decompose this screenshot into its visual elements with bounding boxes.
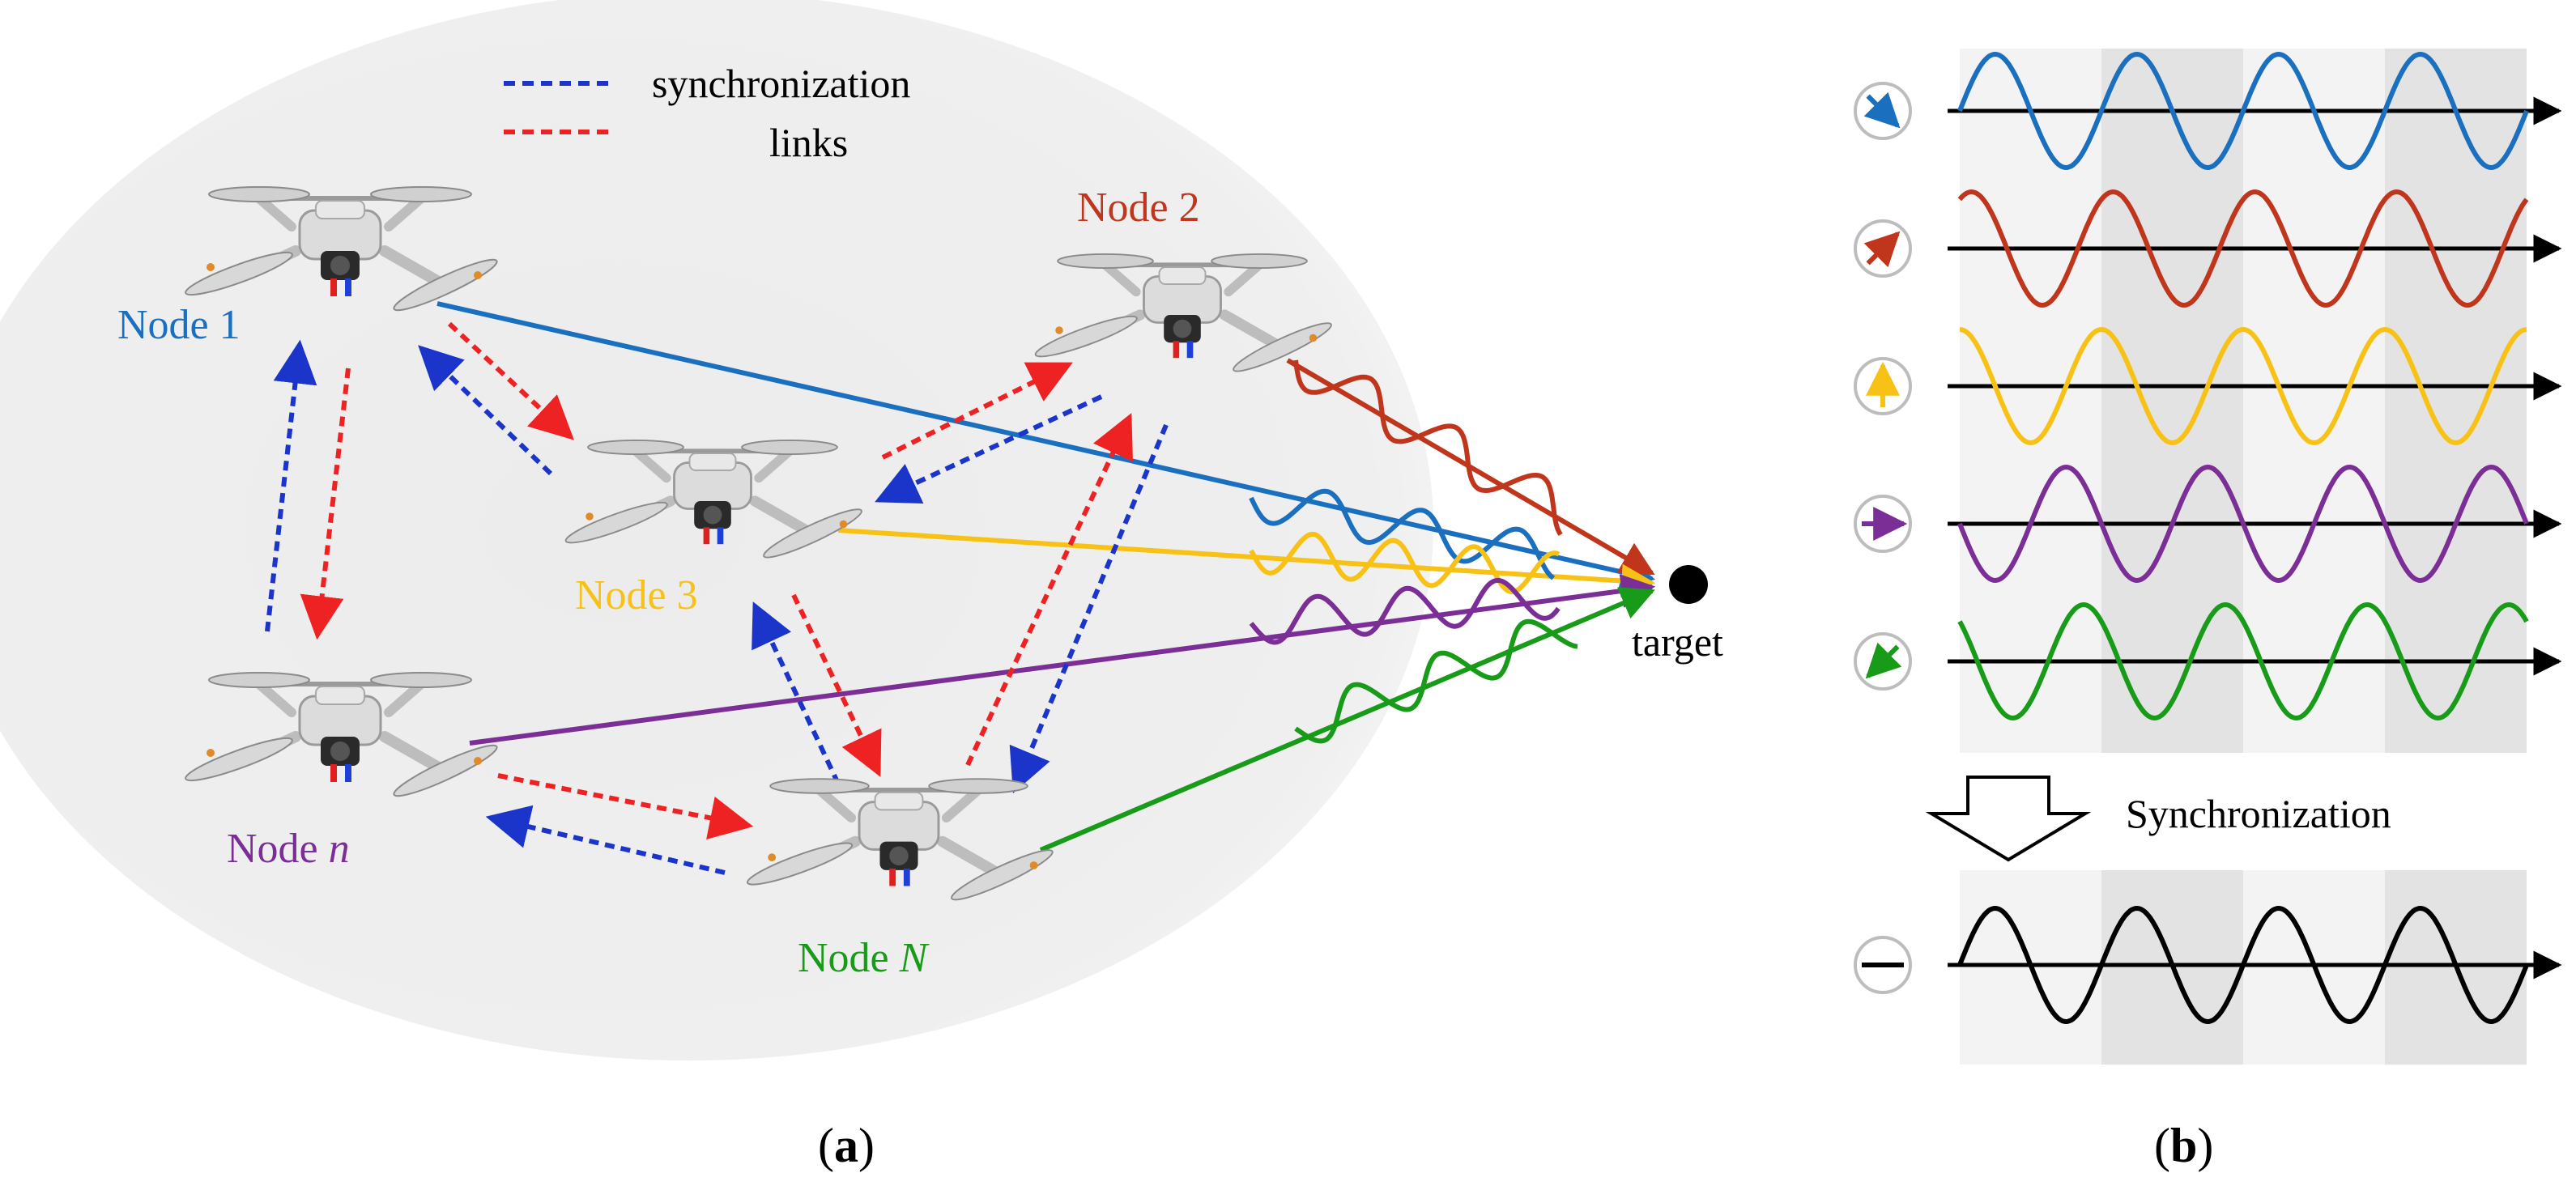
sync-noden-nodeN-red: [497, 773, 754, 839]
panel-a: synchronization links: [0, 0, 1723, 1172]
waveform-rows: [1854, 51, 2562, 1025]
swarm-background-ellipse: [0, 0, 1433, 1060]
waveform-row-result: [1854, 905, 2562, 1025]
wave-purple: [1249, 577, 1561, 645]
link-node3-target: [837, 528, 1656, 598]
waveform-row-2: [1854, 189, 2562, 308]
waveform-row-4: [1854, 464, 2562, 584]
wave-blue: [1249, 488, 1556, 580]
sync-links: [265, 321, 1169, 875]
target-point: [1669, 565, 1708, 604]
label-node-1: Node 1: [117, 302, 241, 348]
sine-wave-3: [1959, 326, 2527, 445]
legend: synchronization links: [504, 61, 910, 165]
phase-bands: [1960, 49, 2527, 1065]
sync-node3-nodeN-red: [791, 593, 882, 777]
wave-yellow: [1249, 531, 1561, 595]
node-labels: Node 1 Node 2 Node 3 Node n Node N: [117, 185, 1200, 981]
phase-band-top-4: [2385, 49, 2527, 753]
synchronization-block-arrow: [1925, 776, 2092, 862]
waveform-row-5: [1854, 601, 2562, 721]
target-label: target: [1632, 619, 1723, 665]
sync-nodeN-node3-blue: [752, 601, 841, 785]
phasor-arrow-2: [1863, 231, 1901, 268]
legend-text-line2: links: [769, 120, 848, 165]
label-node-n: Node n: [227, 826, 350, 872]
sync-node2-nodeN-blue: [1009, 423, 1169, 793]
panel-b: Synchronization (b): [1854, 49, 2562, 1172]
wave-green: [1294, 618, 1578, 744]
sine-wave-5: [1957, 601, 2529, 721]
label-node-3: Node 3: [575, 572, 698, 618]
sync-node1-node3-red: [447, 321, 574, 440]
sine-wave-2: [1957, 189, 2529, 308]
signal-waves: [1249, 359, 1578, 744]
phase-band-top-3: [2243, 49, 2385, 753]
panel-a-label: (a): [818, 1119, 875, 1172]
wave-red: [1293, 359, 1563, 537]
sine-wave-4: [1957, 464, 2529, 584]
phasor-arrow-5: [1865, 642, 1902, 679]
link-node1-target: [436, 301, 1656, 589]
phasor-arrow-1: [1863, 91, 1901, 129]
link-noden-target: [469, 574, 1656, 746]
sync-node2-node3-blue: [875, 394, 1103, 504]
waveform-row-3: [1854, 326, 2562, 445]
label-node-2: Node 2: [1077, 185, 1200, 231]
synchronization-label: Synchronization: [2126, 791, 2391, 836]
sync-node3-node1-blue: [418, 345, 553, 476]
panel-b-label: (b): [2154, 1119, 2213, 1172]
legend-text-line1: synchronization: [652, 61, 910, 106]
waveform-row-1: [1854, 51, 2562, 171]
sine-wave-result: [1957, 905, 2529, 1025]
sync-node3-node2-red: [881, 362, 1073, 460]
sync-nodeN-noden-blue: [485, 805, 726, 875]
phase-band-top-2: [2101, 49, 2243, 753]
label-node-N: Node N: [798, 935, 930, 981]
sync-node1-noden-red: [300, 368, 351, 640]
phase-band-top-1: [1960, 49, 2101, 753]
sine-wave-1: [1957, 51, 2529, 171]
